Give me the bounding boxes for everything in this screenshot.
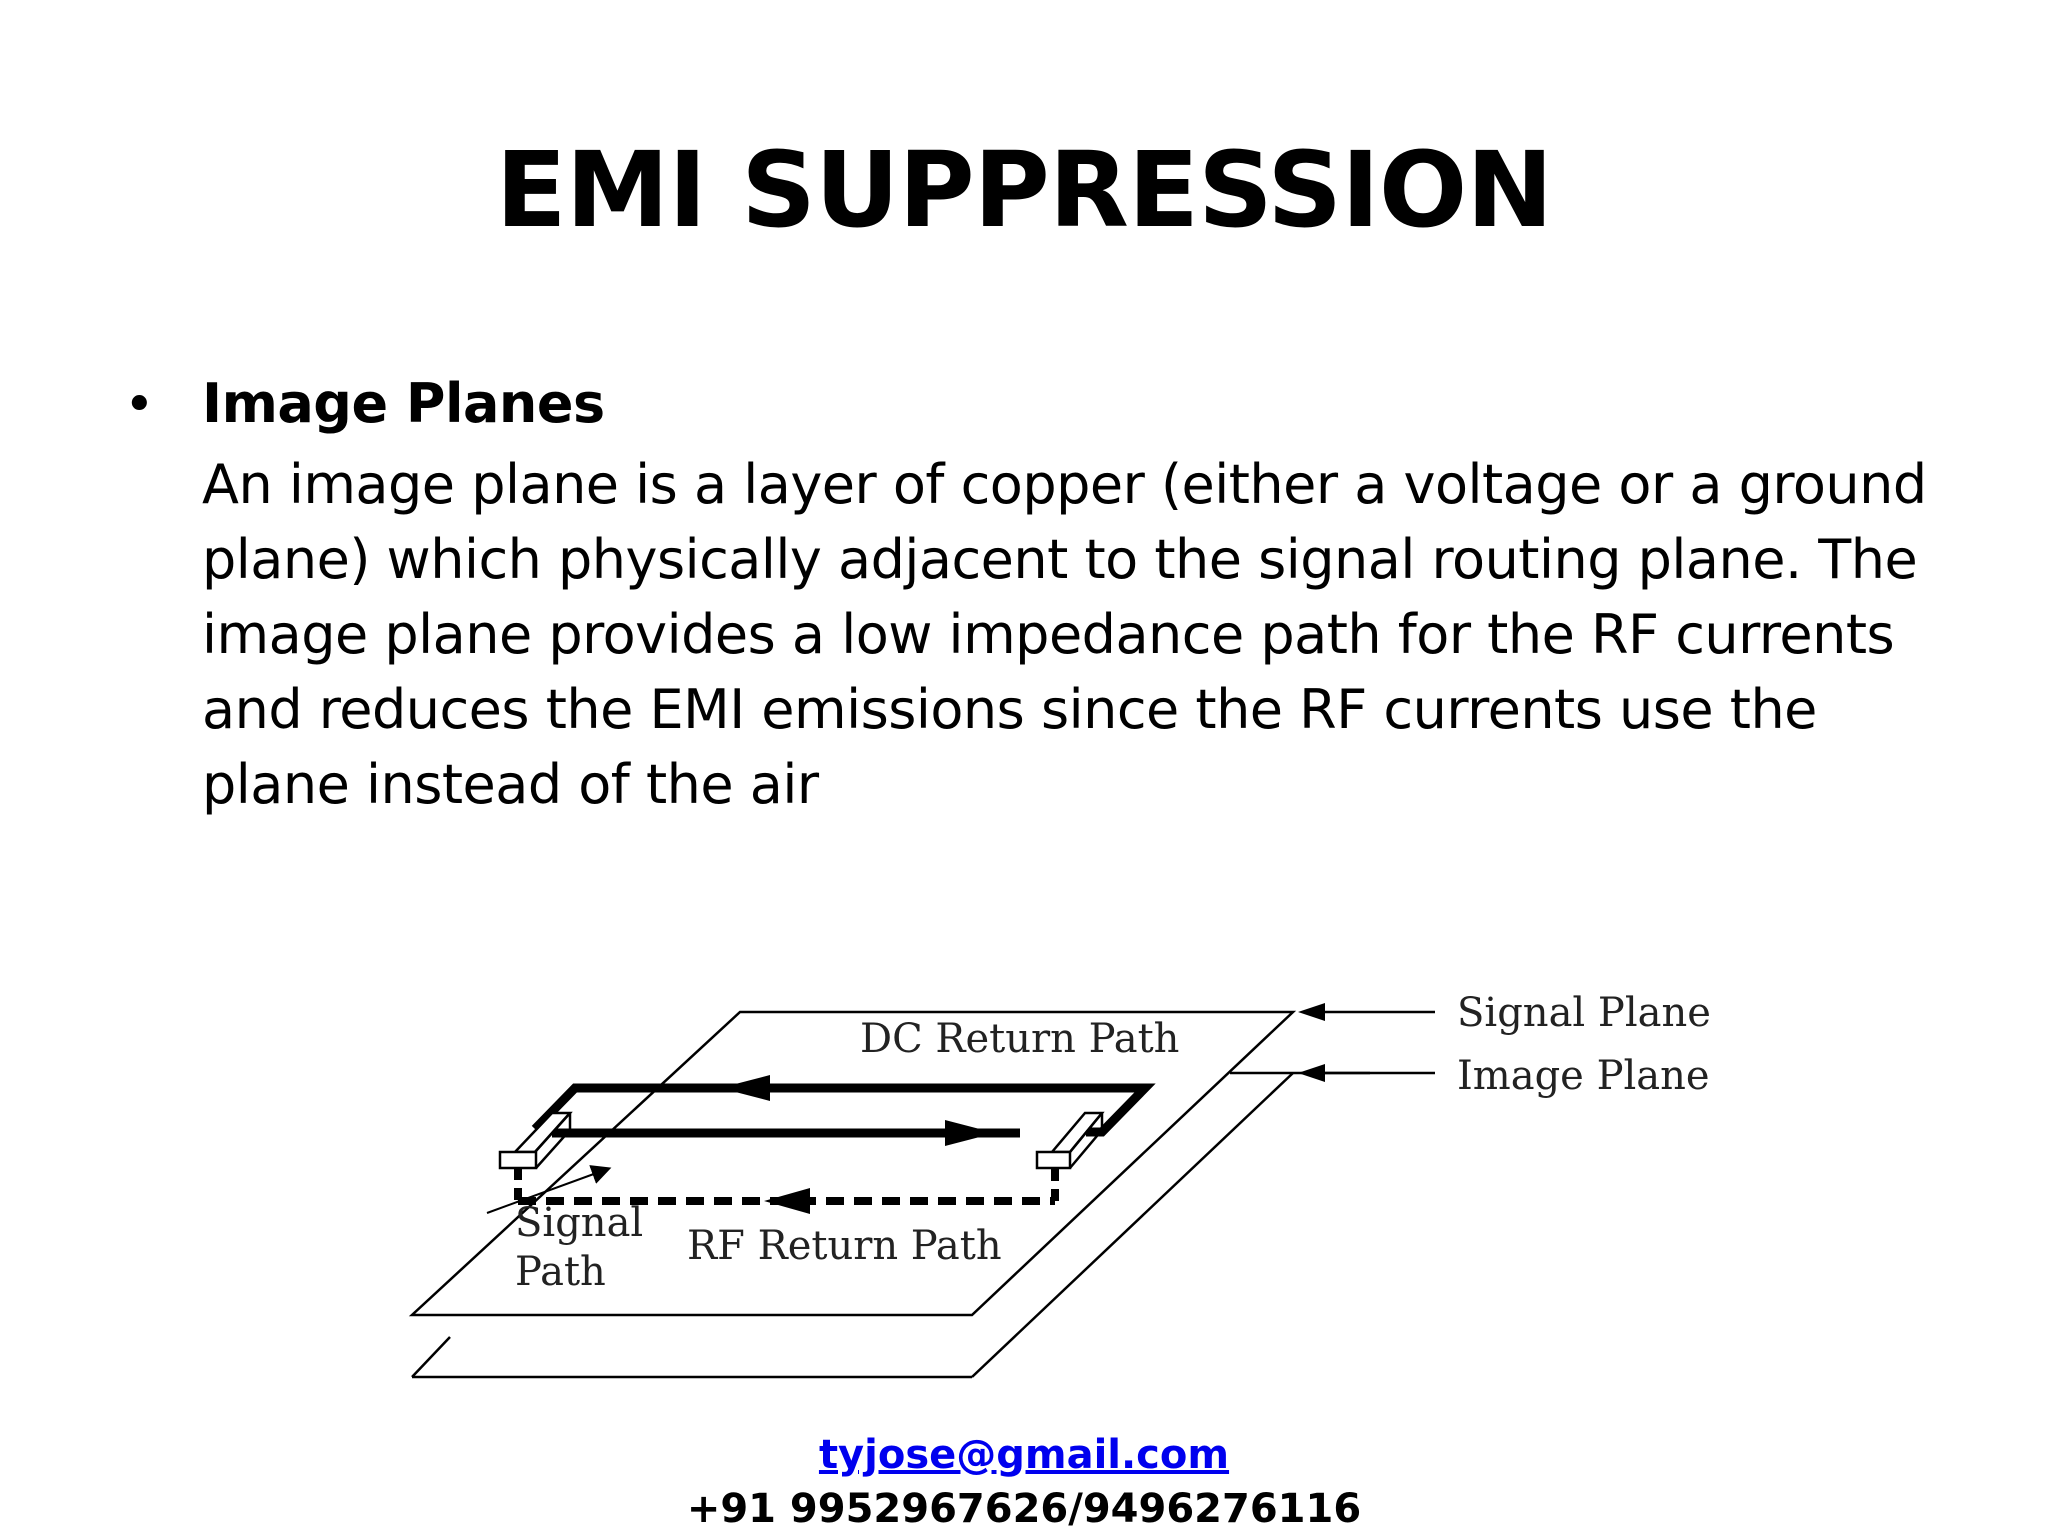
bullet-item: • Image Planes	[120, 370, 1920, 439]
bullet-heading: Image Planes	[202, 372, 605, 435]
signal-plane-label: Signal Plane	[1457, 990, 1711, 1036]
footer-contact: tyjose@gmail.com +91 9952967626/94962761…	[0, 1428, 2048, 1536]
image-plane-diagram: DC Return Path Signal Plane Image Plane …	[380, 975, 1720, 1405]
signal-plane-pointer	[1298, 1003, 1435, 1021]
signal-path-label-line1: Signal	[515, 1200, 643, 1246]
rf-return-path-label: RF Return Path	[687, 1223, 1002, 1269]
bullet-marker: •	[124, 375, 155, 435]
image-plane-pointer	[1298, 1064, 1435, 1082]
bullet-body-text: An image plane is a layer of copper (eit…	[202, 453, 1927, 816]
signal-path-pointer	[486, 1165, 612, 1214]
right-pad	[1035, 1111, 1105, 1170]
signal-path-label-line2: Path	[515, 1249, 606, 1295]
dc-return-path-label: DC Return Path	[860, 1016, 1179, 1062]
bullet-section: • Image Planes An image plane is a layer…	[120, 370, 1927, 822]
phone-number: +91 9952967626/9496276116	[686, 1486, 1362, 1532]
slide-title: EMI SUPPRESSION	[495, 129, 1554, 251]
email-link[interactable]: tyjose@gmail.com	[818, 1432, 1230, 1478]
dc-return-loop	[531, 1075, 1156, 1146]
left-pad	[498, 1111, 573, 1170]
image-plane-label: Image Plane	[1457, 1053, 1710, 1099]
rf-return-path	[514, 1168, 1059, 1214]
